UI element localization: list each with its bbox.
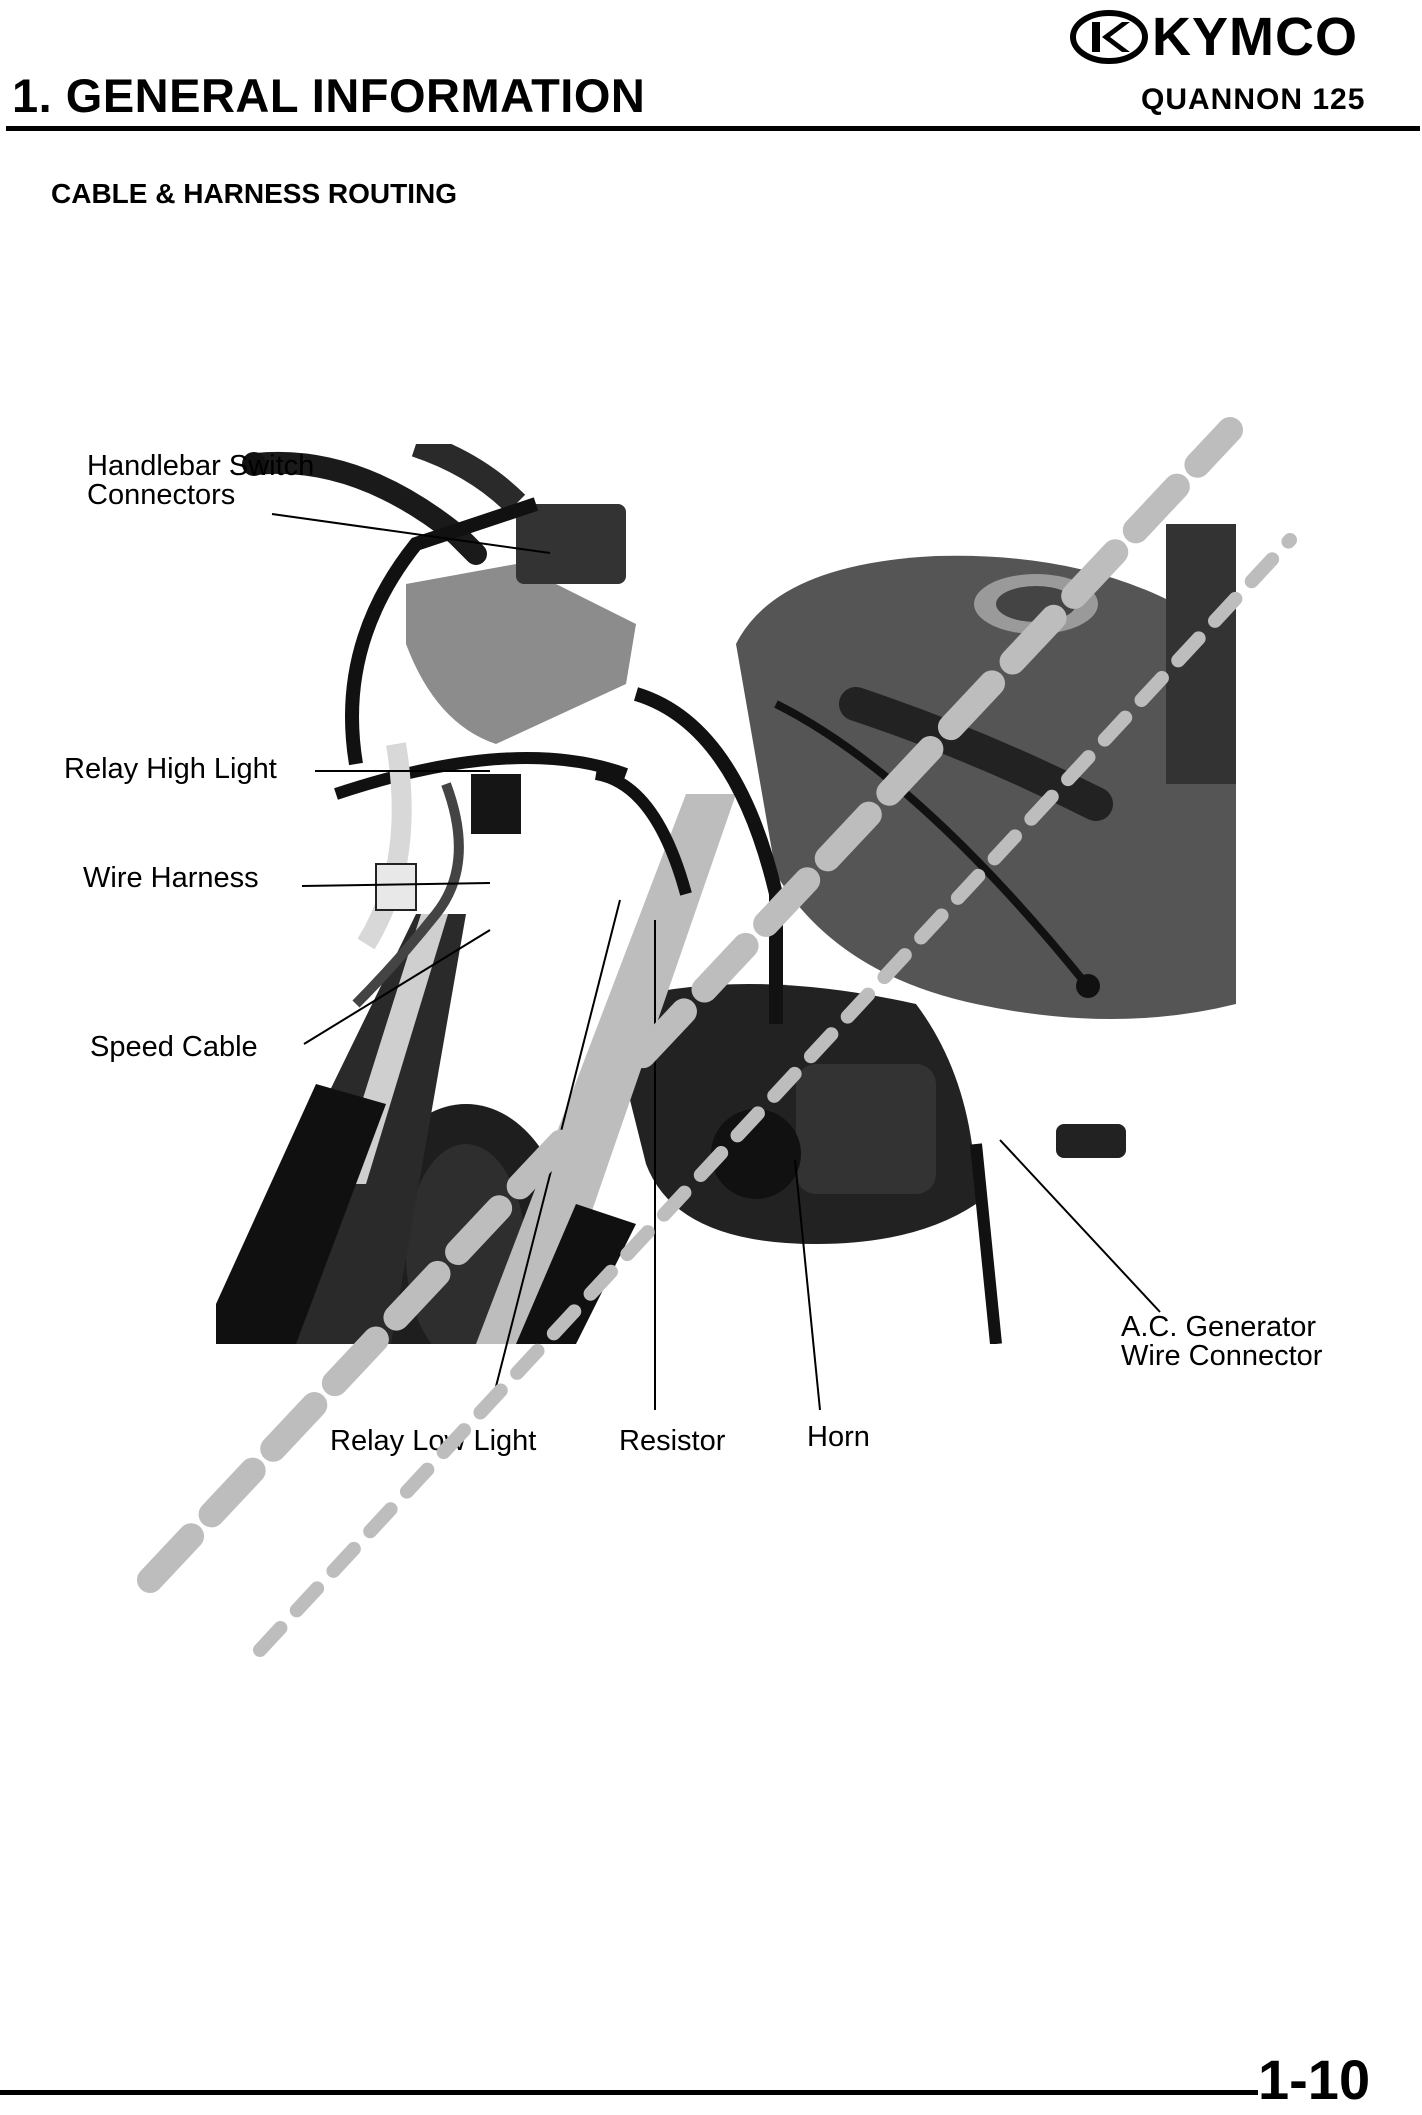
callout-speed-cable: Speed Cable	[90, 1031, 258, 1063]
motorcycle-photo	[216, 444, 1236, 1344]
callout-relay-low-light: Relay Low Light	[330, 1425, 537, 1457]
page-number: 1-10	[1258, 2048, 1371, 2111]
callout-wire-harness: Wire Harness	[83, 862, 259, 894]
callout-ac-generator-line2: Wire Connector	[1121, 1340, 1323, 1372]
callout-ac-generator: A.C. Generator Wire Connector	[1121, 1313, 1322, 1371]
brand-name: KYMCO	[1152, 7, 1358, 67]
page-subtitle: CABLE & HARNESS ROUTING	[51, 178, 458, 209]
callout-handlebar-switch: Handlebar Switch Connectors	[87, 452, 314, 510]
header-rule	[6, 126, 1420, 131]
kymco-emblem-icon	[1070, 10, 1148, 64]
model-name: QUANNON 125	[1141, 83, 1366, 116]
section-title: 1. GENERAL INFORMATION	[12, 69, 646, 122]
callout-horn: Horn	[807, 1421, 870, 1453]
callout-resistor: Resistor	[619, 1425, 726, 1457]
footer-rule	[0, 2090, 1258, 2095]
callout-ac-generator-line1: A.C. Generator	[1121, 1311, 1317, 1343]
callout-handlebar-switch-line1: Handlebar Switch	[87, 450, 315, 482]
kymco-logo: KYMCO	[1070, 6, 1420, 68]
callout-relay-high-light: Relay High Light	[64, 753, 277, 785]
callout-handlebar-switch-line2: Connectors	[87, 479, 236, 511]
